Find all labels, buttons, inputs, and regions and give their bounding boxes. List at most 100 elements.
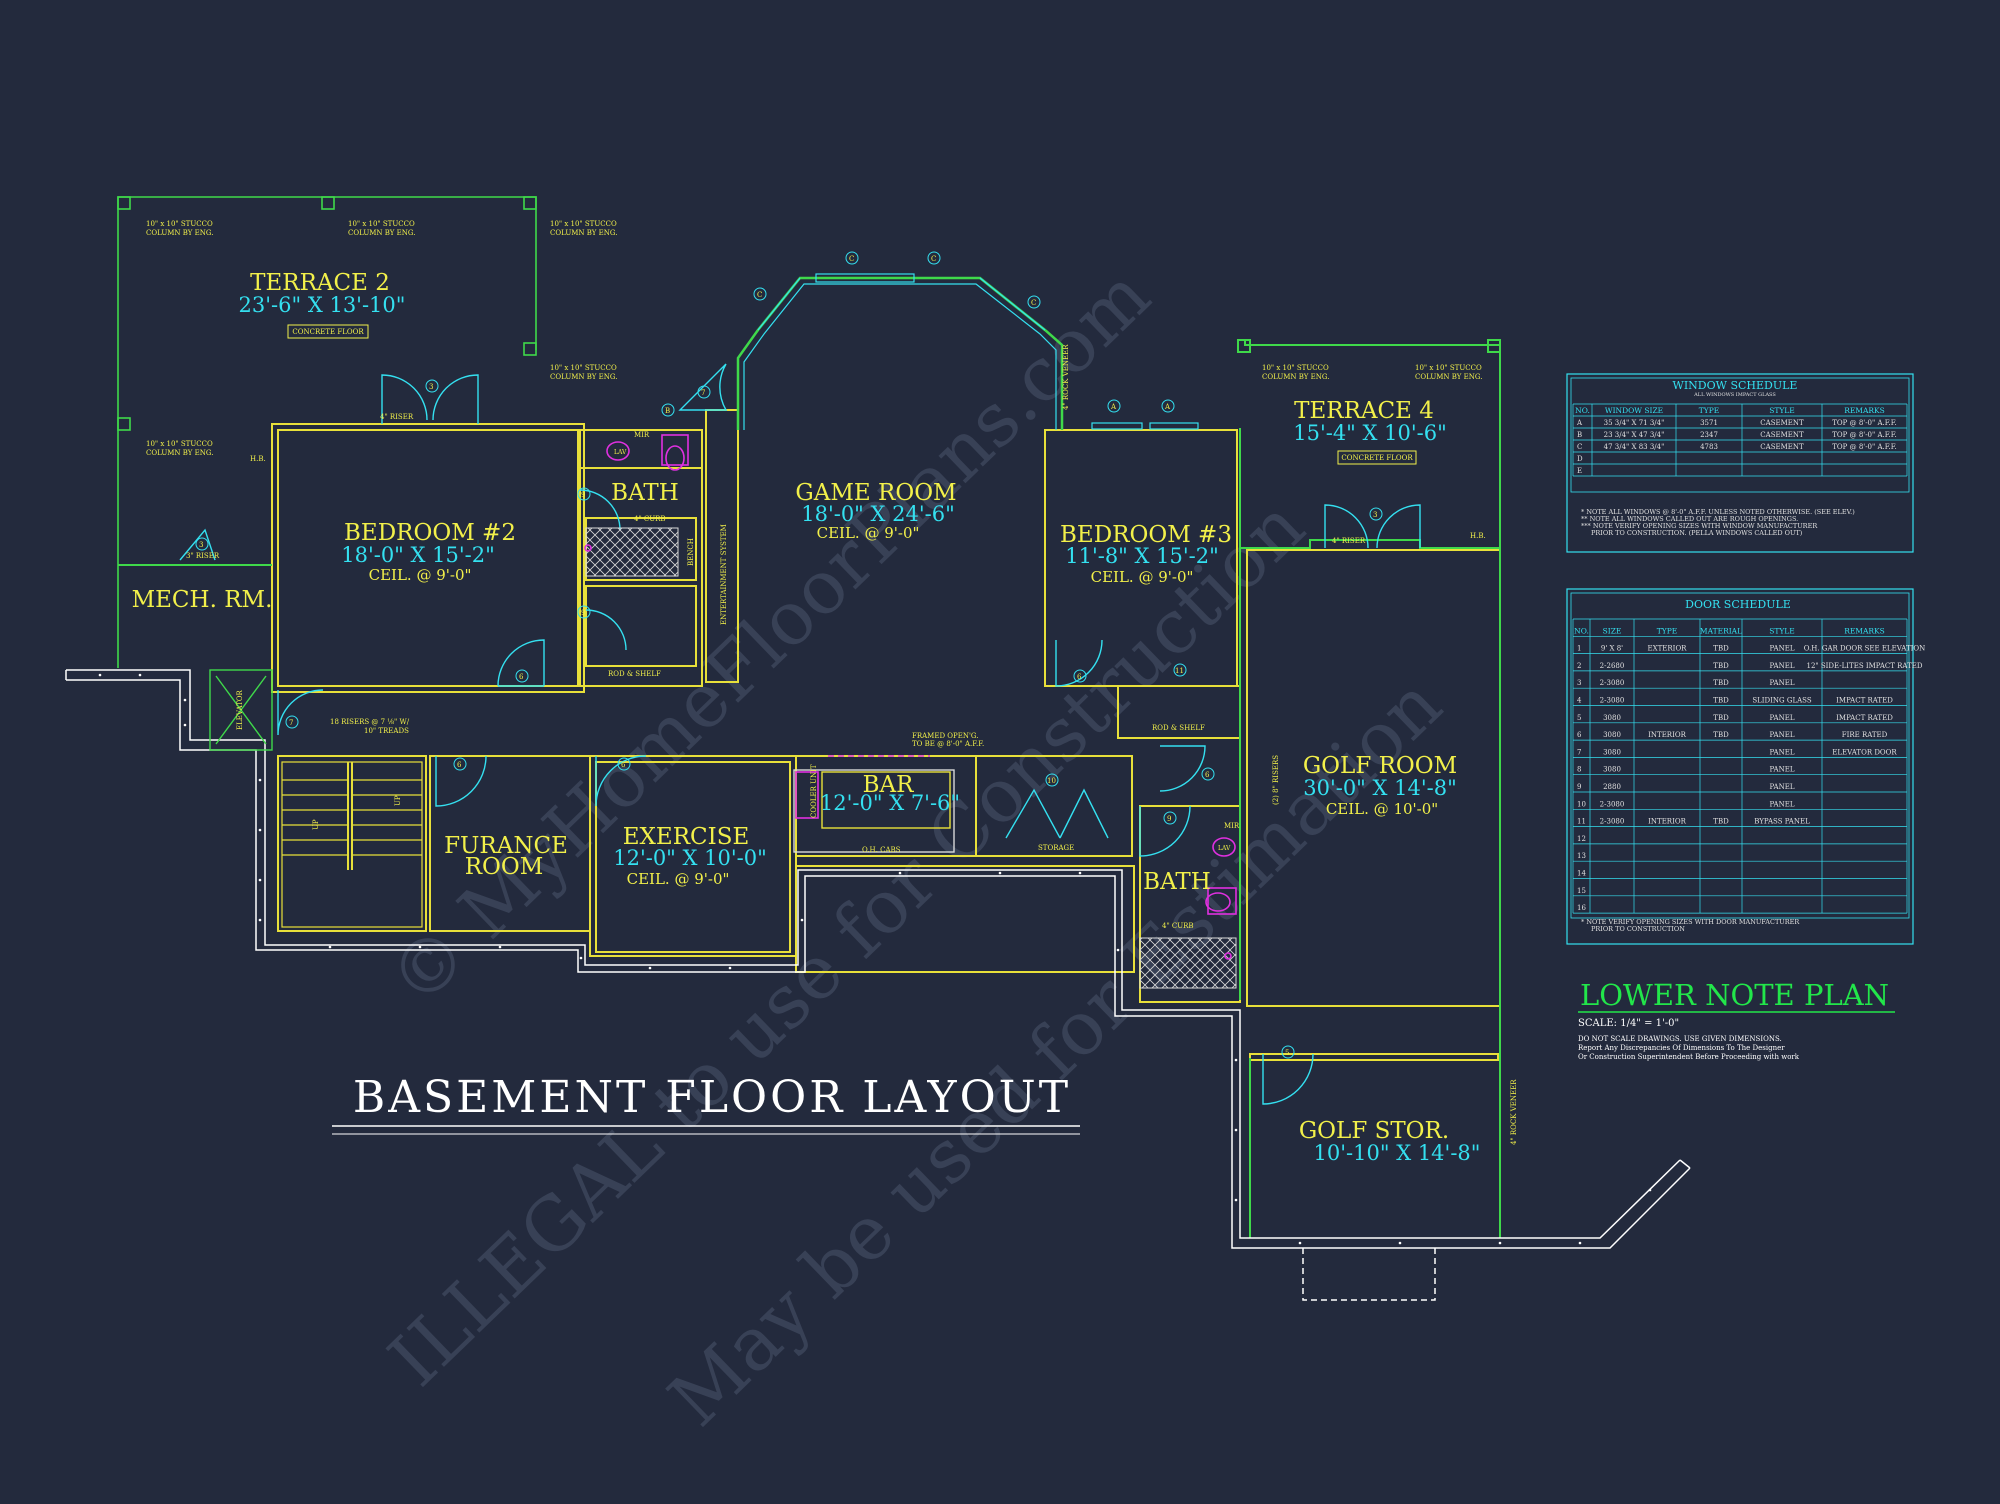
- lav-label: LAV: [1218, 845, 1231, 852]
- schedule-note: PRIOR TO CONSTRUCTION. (PELLA WINDOWS CA…: [1591, 529, 1803, 537]
- schedule-cell: 2-2680: [1600, 662, 1625, 670]
- window-tag: C: [1031, 299, 1036, 307]
- window-schedule: WINDOW SCHEDULE ALL WINDOWS IMPACT GLASS…: [1566, 373, 1914, 553]
- schedule-cell: 4783: [1700, 443, 1718, 451]
- column-note: COLUMN BY ENG.: [550, 229, 617, 237]
- schedule-cell: PANEL: [1769, 800, 1794, 808]
- schedule-cell: TBD: [1713, 818, 1729, 826]
- rod-shelf-label: ROD & SHELF: [608, 670, 661, 678]
- door-window-tag-text: 3 7 6 9 9 6 6 6 11 6 9 10 3 5 7 A A C C …: [199, 255, 1377, 1057]
- schedule-header-cell: STYLE: [1769, 626, 1795, 635]
- schedule-cell: TOP @ 8'-0" A.F.F.: [1832, 431, 1896, 439]
- oh-cabs-label: O.H. CABS: [862, 846, 901, 854]
- bar-counter: [793, 755, 955, 853]
- terrace-2-column-notes: 10" x 10" STUCCO COLUMN BY ENG. 10" x 10…: [146, 220, 617, 457]
- door-tag: 10: [1047, 777, 1056, 785]
- door-tag: 5: [1285, 1049, 1289, 1057]
- schedule-cell: TBD: [1713, 714, 1729, 722]
- door-tag: 3: [1373, 511, 1377, 519]
- bar-name: BAR: [863, 772, 915, 798]
- golf-room-name: GOLF ROOM: [1303, 753, 1457, 779]
- schedule-cell: 1: [1577, 645, 1581, 653]
- riser-note: 3" RISER: [186, 552, 220, 560]
- foundation-walls: [65, 669, 1691, 1301]
- schedule-cell: CASEMENT: [1760, 419, 1804, 427]
- note-plan-line-3: Or Construction Superintendent Before Pr…: [1578, 1053, 1800, 1061]
- golf-room-dims: 30'-0" X 14'-8": [1303, 776, 1457, 800]
- schedule-cell: IMPACT RATED: [1836, 714, 1893, 722]
- game-room-dims: 18'-0" X 24'-6": [801, 502, 955, 526]
- bath-2-name: BATH: [1143, 869, 1211, 895]
- schedule-cell: B: [1577, 431, 1582, 439]
- schedule-cell: C: [1577, 443, 1582, 451]
- foundation-hatch-dots: [98, 673, 1652, 1245]
- terrace-2-note: CONCRETE FLOOR: [292, 328, 364, 336]
- schedule-cell: TBD: [1713, 662, 1729, 670]
- schedule-cell: 3080: [1603, 748, 1621, 756]
- door-tag: 11: [1175, 667, 1184, 675]
- column-note: 10" x 10" STUCCO: [550, 364, 617, 372]
- rock-veneer-label: 4" ROCK VENEER: [1510, 1079, 1518, 1145]
- schedule-note: ** NOTE ALL WINDOWS CALLED OUT ARE ROUGH…: [1581, 515, 1798, 523]
- schedule-cell: 10: [1577, 800, 1586, 808]
- schedule-cell: 3571: [1700, 419, 1718, 427]
- game-room-name: GAME ROOM: [795, 480, 956, 506]
- schedule-cell: 3080: [1603, 714, 1621, 722]
- schedule-cell: CASEMENT: [1760, 443, 1804, 451]
- door-tag: 9: [581, 609, 585, 617]
- schedule-cell: 15: [1577, 887, 1586, 895]
- stairs-up-label: UP: [312, 819, 320, 830]
- schedule-cell: 3080: [1603, 766, 1621, 774]
- column-note: COLUMN BY ENG.: [146, 449, 213, 457]
- lav-label: LAV: [614, 449, 627, 456]
- entertainment-label: ENTERTAINMENT SYSTEM: [720, 524, 728, 625]
- schedule-cell: 7: [1577, 748, 1581, 756]
- schedule-header-cell: STYLE: [1769, 406, 1795, 415]
- shower-1: [585, 527, 679, 577]
- schedule-cell: BYPASS PANEL: [1754, 818, 1810, 826]
- game-room-ceiling: CEIL. @ 9'-0": [817, 524, 920, 542]
- schedule-cell: EXTERIOR: [1648, 645, 1688, 653]
- column-note: 10" x 10" STUCCO: [146, 220, 213, 228]
- schedule-cell: 12" SIDE-LITES IMPACT RATED: [1807, 662, 1923, 670]
- golf-room-ceiling: CEIL. @ 10'-0": [1326, 800, 1438, 818]
- schedule-cell: ELEVATOR DOOR: [1832, 748, 1897, 756]
- window-schedule-subtitle: ALL WINDOWS IMPACT GLASS: [1693, 392, 1776, 398]
- schedule-cell: 3: [1577, 679, 1581, 687]
- terrace-4-column-notes: 10" x 10" STUCCO COLUMN BY ENG. 10" x 10…: [1262, 364, 1482, 381]
- bedroom-2-name: BEDROOM #2: [344, 520, 516, 546]
- curb-note: 4" CURB: [1162, 922, 1194, 930]
- schedule-header-cell: REMARKS: [1844, 406, 1885, 415]
- column-note: 10" x 10" STUCCO: [1415, 364, 1482, 372]
- schedule-cell: O.H. GAR DOOR SEE ELEVATION: [1804, 645, 1926, 653]
- schedule-cell: PANEL: [1769, 714, 1794, 722]
- schedule-cell: A: [1576, 419, 1583, 427]
- exercise-name: EXERCISE: [623, 824, 750, 850]
- interior-walls: [271, 409, 1501, 1061]
- concrete-floor-tag: [287, 324, 369, 339]
- schedule-cell: PANEL: [1769, 662, 1794, 670]
- column-note: COLUMN BY ENG.: [1415, 373, 1482, 381]
- schedule-cell: 4: [1577, 697, 1582, 705]
- schedule-note: * NOTE ALL WINDOWS @ 8'-0" A.F.F. UNLESS…: [1581, 508, 1855, 516]
- watermark-line-1: © MyHomeFloorPlans.com: [373, 252, 1167, 1023]
- window-tag: A: [1110, 403, 1117, 411]
- bedroom-2-ceiling: CEIL. @ 9'-0": [369, 566, 472, 584]
- schedule-cell: 6: [1577, 731, 1582, 739]
- schedule-cell: 12: [1577, 835, 1586, 843]
- door-tag: 7: [701, 389, 705, 397]
- mirror-label: MIR: [634, 431, 650, 439]
- shower-2: [1139, 937, 1237, 989]
- hose-bib: H.B.: [250, 455, 266, 463]
- terrace-4-dims: 15'-4" X 10'-6": [1293, 421, 1447, 445]
- bedroom-3-dims: 11'-8" X 15'-2": [1065, 544, 1219, 568]
- stairs: [281, 761, 423, 928]
- schedule-cell: IMPACT RATED: [1836, 697, 1893, 705]
- mirror-label: MIR: [1224, 822, 1240, 830]
- schedule-cell: 8: [1577, 766, 1581, 774]
- schedule-header-cell: REMARKS: [1844, 626, 1885, 635]
- concrete-floor-tag: [1337, 450, 1417, 465]
- side-risers-label: (2) 8" RISERS: [1272, 755, 1280, 805]
- stairs-up-label: UP: [394, 795, 402, 806]
